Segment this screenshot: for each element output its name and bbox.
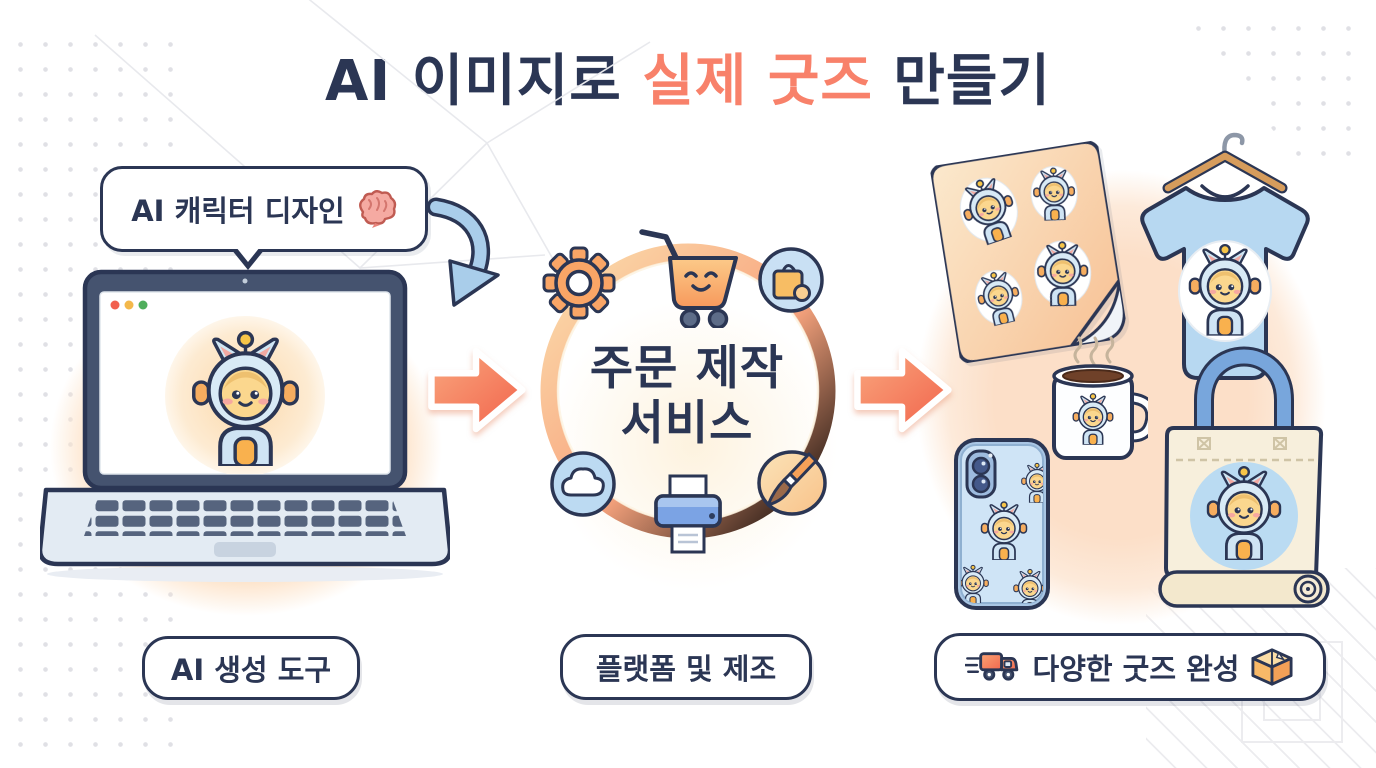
flow-arrow-right-icon-1 bbox=[428, 347, 526, 433]
browser-traffic-lights bbox=[110, 300, 148, 310]
tshirt-collar bbox=[1200, 184, 1250, 199]
mug-illustration bbox=[1052, 336, 1148, 460]
hub-label-line2: 서비스 bbox=[620, 395, 754, 451]
tshirt-illustration bbox=[1140, 132, 1310, 380]
ai-character-on-screen bbox=[165, 316, 325, 474]
title-accent: 실제 굿즈 bbox=[642, 49, 873, 114]
cloud-icon bbox=[550, 451, 616, 517]
hub-label: 주문 제작 서비스 bbox=[551, 341, 823, 451]
shopping-bag-icon bbox=[758, 247, 824, 313]
shopping-cart-icon bbox=[639, 229, 738, 328]
flow-arrow-right-icon-2 bbox=[854, 347, 952, 433]
curved-down-arrow-icon bbox=[426, 197, 500, 307]
paintbrush-icon bbox=[757, 450, 827, 516]
laptop-keyboard bbox=[84, 498, 406, 536]
delivery-truck-icon bbox=[964, 652, 1018, 681]
tote-stitch-marks bbox=[1197, 437, 1287, 450]
laptop-trackpad bbox=[214, 542, 276, 557]
step2-caption-label: 플랫폼 및 제조 bbox=[595, 652, 777, 686]
phone-case-illustration bbox=[954, 438, 1050, 610]
page-title: AI 이미지로 실제 굿즈 만들기 bbox=[0, 36, 1376, 117]
printer-icon bbox=[654, 474, 722, 554]
tote-handle bbox=[1197, 349, 1291, 454]
step3-caption-label: 다양한 굿즈 완성 bbox=[1032, 652, 1240, 686]
sticker-sheet-illustration bbox=[929, 140, 1126, 364]
step2-caption: 플랫폼 및 제조 bbox=[560, 634, 812, 700]
steam-icon bbox=[1073, 336, 1115, 366]
speech-bubble-label: AI 캐릭터 디자인 bbox=[131, 194, 345, 228]
laptop-illustration bbox=[40, 269, 450, 582]
tote-bag-illustration bbox=[1158, 346, 1330, 608]
gear-icon bbox=[542, 246, 616, 320]
sticker-characters bbox=[954, 165, 1092, 329]
step1-caption-label: AI 생성 도구 bbox=[170, 653, 332, 687]
step3-caption: 다양한 굿즈 완성 bbox=[934, 633, 1326, 701]
hanger-bar bbox=[1164, 152, 1286, 192]
tote-rolled-bottom bbox=[1158, 570, 1330, 608]
laptop-base bbox=[40, 487, 450, 567]
brain-icon bbox=[358, 190, 396, 228]
hanger-hook bbox=[1222, 132, 1245, 159]
laptop-screen bbox=[82, 269, 408, 491]
speech-bubble: AI 캐릭터 디자인 bbox=[100, 166, 428, 270]
step1-caption: AI 생성 도구 bbox=[142, 636, 360, 700]
title-prefix: AI 이미지로 bbox=[325, 49, 643, 114]
package-box-icon bbox=[1251, 648, 1293, 686]
title-suffix: 만들기 bbox=[872, 49, 1051, 114]
coffee bbox=[1062, 369, 1124, 383]
hub-label-line1: 주문 제작 bbox=[589, 341, 785, 396]
